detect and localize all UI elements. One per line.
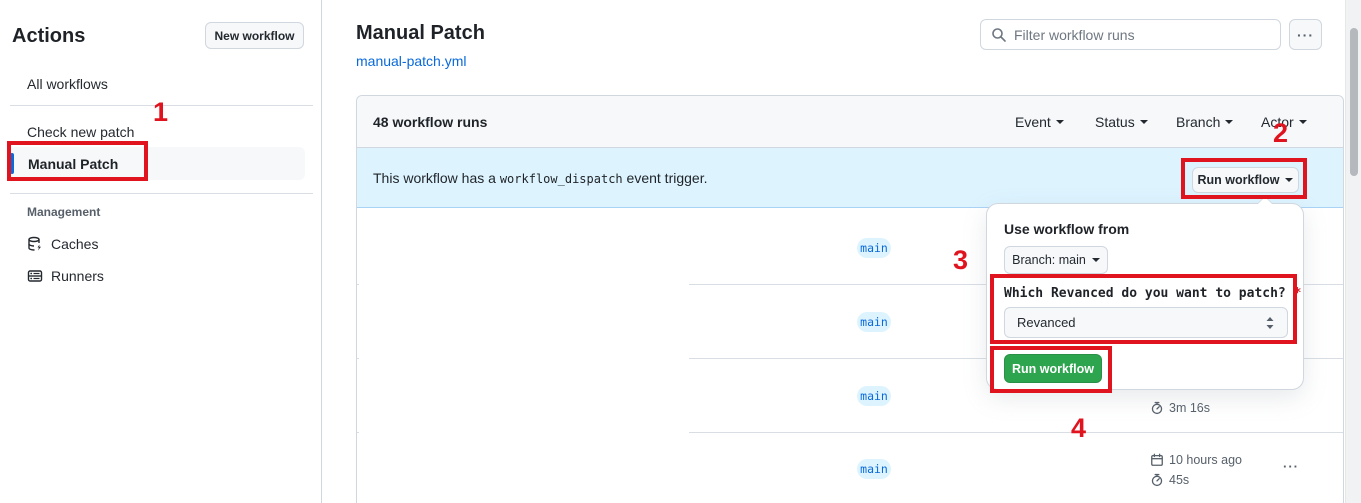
sidebar-item-runners[interactable]: Runners bbox=[27, 268, 104, 284]
sidebar-title: Actions bbox=[12, 25, 86, 47]
run-workflow-popover: Use workflow from Branch: main Which Rev… bbox=[986, 196, 1304, 390]
database-icon bbox=[28, 236, 41, 251]
page-title: Manual Patch bbox=[356, 22, 485, 44]
selected-accent-bar bbox=[10, 153, 14, 174]
run-workflow-dropdown-button[interactable]: Run workflow bbox=[1192, 167, 1299, 193]
revanced-select[interactable]: Revanced bbox=[1004, 307, 1288, 338]
caret-down-icon bbox=[1055, 120, 1064, 128]
sidebar-divider bbox=[10, 193, 313, 194]
new-workflow-button[interactable]: New workflow bbox=[205, 22, 304, 49]
banner-code: workflow_dispatch bbox=[499, 171, 623, 186]
filter-label: Event bbox=[1015, 114, 1051, 130]
input-label-text: Which Revanced do you want to patch? bbox=[1004, 286, 1286, 301]
timestamp-text: 10 hours ago bbox=[1169, 453, 1242, 467]
filter-label: Actor bbox=[1261, 114, 1294, 130]
filter-branch[interactable]: Branch bbox=[1176, 114, 1234, 130]
filter-actor[interactable]: Actor bbox=[1261, 114, 1307, 130]
run-duration: 3m 16s bbox=[1150, 401, 1210, 415]
page-kebab-button[interactable]: ··· bbox=[1289, 19, 1322, 50]
stopwatch-icon bbox=[1151, 401, 1163, 415]
filter-runs-input[interactable] bbox=[1014, 26, 1270, 43]
filter-label: Status bbox=[1095, 114, 1135, 130]
up-down-arrows-icon bbox=[1266, 316, 1274, 329]
branch-badge[interactable]: main bbox=[857, 238, 891, 258]
branch-select-button[interactable]: Branch: main bbox=[1004, 246, 1108, 274]
run-duration: 45s bbox=[1150, 473, 1189, 487]
select-value: Revanced bbox=[1017, 315, 1076, 330]
caret-down-icon bbox=[1091, 258, 1100, 266]
caret-down-icon bbox=[1139, 120, 1148, 128]
row-divider bbox=[357, 358, 1343, 359]
branch-badge[interactable]: main bbox=[857, 312, 891, 332]
caret-down-icon bbox=[1285, 178, 1294, 186]
row-kebab-button[interactable]: ··· bbox=[1283, 459, 1299, 474]
calendar-icon bbox=[1151, 453, 1163, 466]
workflow-file-link[interactable]: manual-patch.yml bbox=[356, 53, 467, 69]
run-workflow-label: Run workflow bbox=[1197, 173, 1280, 187]
branch-badge[interactable]: main bbox=[857, 459, 891, 479]
duration-text: 45s bbox=[1169, 473, 1190, 487]
sidebar-item-manual-patch[interactable]: Manual Patch bbox=[10, 147, 305, 180]
duration-text: 3m 16s bbox=[1169, 401, 1210, 415]
banner-text: This workflow has a workflow_dispatch ev… bbox=[373, 170, 707, 186]
runs-list-header: 48 workflow runs bbox=[357, 96, 1343, 148]
banner-text-before: This workflow has a bbox=[373, 169, 496, 186]
required-asterisk: * bbox=[1293, 286, 1302, 301]
branch-badge[interactable]: main bbox=[857, 386, 891, 406]
filter-runs-searchbox[interactable] bbox=[980, 19, 1281, 50]
actions-sidebar: Actions New workflow All workflows Check… bbox=[0, 0, 322, 503]
runs-count: 48 workflow runs bbox=[373, 113, 488, 130]
branch-select-label: Branch: main bbox=[1012, 253, 1086, 267]
caret-down-icon bbox=[1298, 120, 1307, 128]
run-workflow-submit-button[interactable]: Run workflow bbox=[1004, 354, 1102, 383]
sidebar-item-caches[interactable]: Caches bbox=[27, 236, 98, 252]
filter-label: Branch bbox=[1176, 114, 1221, 130]
popover-caret bbox=[1257, 189, 1273, 205]
filter-event[interactable]: Event bbox=[1015, 114, 1064, 130]
stopwatch-icon bbox=[1151, 473, 1163, 487]
sidebar-divider bbox=[10, 105, 313, 106]
sidebar-item-check-new-patch[interactable]: Check new patch bbox=[27, 124, 135, 140]
row-divider bbox=[357, 284, 1343, 285]
workflow-input-label: Which Revanced do you want to patch? * bbox=[1004, 286, 1301, 301]
scrollbar-track[interactable] bbox=[1345, 0, 1361, 503]
filter-status[interactable]: Status bbox=[1095, 114, 1148, 130]
row-divider bbox=[357, 432, 1343, 433]
scrollbar-thumb[interactable] bbox=[1350, 28, 1358, 176]
management-section-title: Management bbox=[27, 205, 101, 219]
run-timestamp: 10 hours ago bbox=[1150, 453, 1242, 467]
sidebar-item-label: Manual Patch bbox=[28, 155, 119, 172]
redacted-area bbox=[359, 208, 689, 503]
banner-text-after: event trigger. bbox=[626, 169, 708, 186]
sidebar-item-label: Runners bbox=[51, 268, 104, 284]
caret-down-icon bbox=[1225, 120, 1234, 128]
workflow-dispatch-banner: This workflow has a workflow_dispatch ev… bbox=[357, 148, 1343, 208]
search-icon bbox=[992, 27, 1006, 42]
sidebar-item-label: Caches bbox=[51, 236, 99, 252]
sidebar-item-all-workflows[interactable]: All workflows bbox=[27, 76, 108, 92]
popover-title: Use workflow from bbox=[1004, 221, 1130, 237]
server-icon bbox=[27, 270, 43, 282]
